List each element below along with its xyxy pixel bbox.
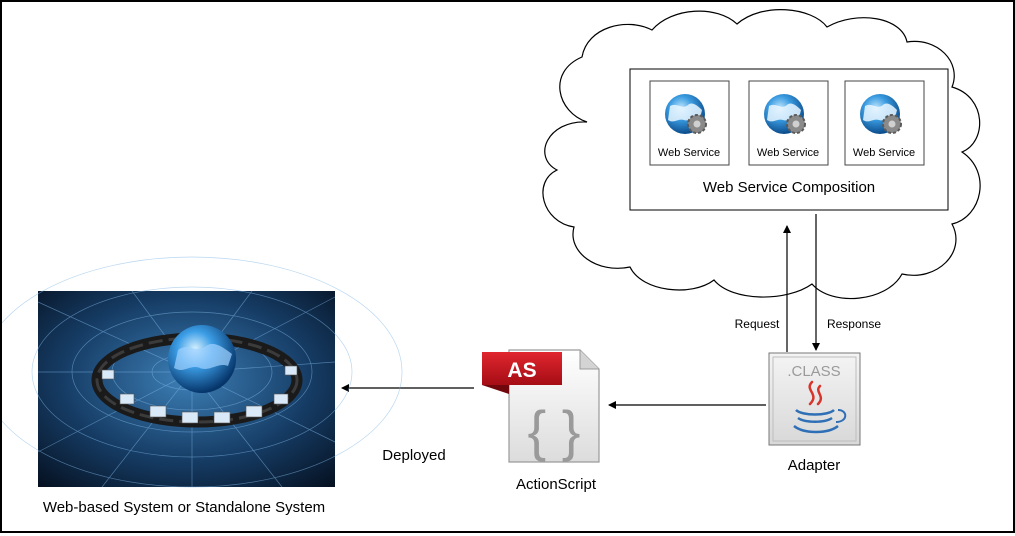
java-class-icon: .CLASS xyxy=(768,352,861,446)
web-service-box-1: Web Service xyxy=(649,80,730,166)
adapter-label: Adapter xyxy=(788,457,841,474)
globe-gear-icon xyxy=(860,94,902,134)
web-service-label: Web Service xyxy=(757,147,819,159)
braces-text: { } xyxy=(528,399,581,462)
response-label: Response xyxy=(827,317,881,331)
web-service-box-2: Web Service xyxy=(748,80,829,166)
system-label: Web-based System or Standalone System xyxy=(43,499,325,516)
actionscript-label: ActionScript xyxy=(516,476,597,493)
globe-network-image xyxy=(0,256,403,488)
globe-gear-icon xyxy=(665,94,707,134)
actionscript-file-icon: AS { } xyxy=(482,349,600,463)
globe-gear-icon xyxy=(764,94,806,134)
web-service-box-3: Web Service xyxy=(844,80,925,166)
web-service-label: Web Service xyxy=(853,147,915,159)
as-badge-text: AS xyxy=(507,359,536,382)
composition-label: Web Service Composition xyxy=(703,179,875,196)
web-service-label: Web Service xyxy=(658,147,720,159)
class-icon-text: .CLASS xyxy=(787,363,840,380)
request-label: Request xyxy=(735,317,780,331)
deployed-label: Deployed xyxy=(382,447,445,464)
